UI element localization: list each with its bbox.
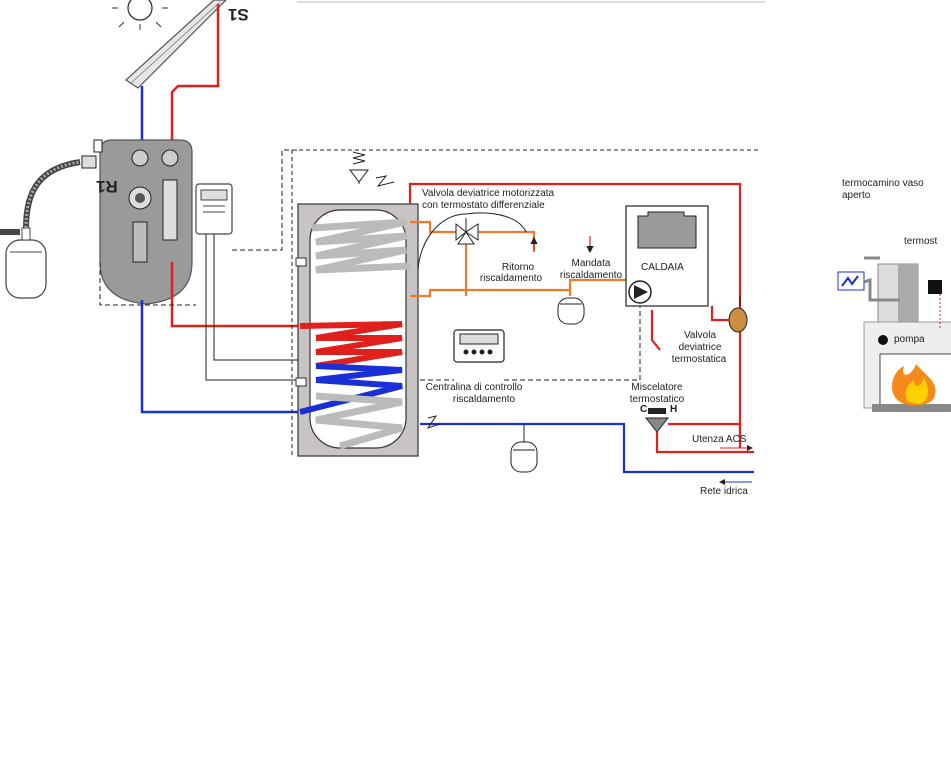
termostat-sensor bbox=[928, 280, 942, 294]
label-termostatico: termostatico bbox=[629, 394, 685, 405]
three-way-valve bbox=[455, 218, 479, 245]
upper-coil bbox=[311, 218, 411, 274]
label-aperto: aperto bbox=[842, 190, 871, 201]
label-mandata: Mandata bbox=[571, 258, 611, 269]
label-termostatica: termostatica bbox=[671, 354, 727, 365]
cold-expansion-vessel bbox=[510, 424, 538, 473]
solar-pump-station bbox=[81, 139, 193, 305]
label-miscelatore: Miscelatore bbox=[631, 382, 683, 393]
lower-coil bbox=[299, 321, 403, 415]
label-deviatrice: deviatrice bbox=[678, 342, 722, 353]
label-mandata-riscaldamento: riscaldamento bbox=[559, 270, 623, 281]
label-termocamino: termocamino vaso bbox=[842, 178, 924, 189]
heating-expansion-vessel bbox=[557, 297, 585, 325]
sun-icon bbox=[112, 0, 168, 30]
label-c: C bbox=[640, 404, 648, 415]
label-valvola: Valvola bbox=[683, 330, 717, 341]
controller-icon bbox=[195, 183, 233, 235]
label-valvola-deviatrice: Valvola deviatrice motorizzata bbox=[422, 188, 555, 199]
safety-valve bbox=[349, 151, 369, 183]
collector-label-s1: S1 bbox=[228, 5, 249, 24]
label-ritorno: Ritorno bbox=[501, 262, 535, 273]
label-centralina: Centralina di controllo bbox=[425, 382, 523, 393]
station-label-r1: R1 bbox=[96, 177, 118, 196]
label-utenza-acs: Utenza ACS bbox=[692, 434, 747, 445]
solar-collector-icon bbox=[125, 0, 227, 89]
label-ritorno-riscaldamento: riscaldamento bbox=[479, 273, 543, 284]
heating-controller bbox=[453, 329, 505, 363]
label-pompa: pompa bbox=[894, 334, 925, 345]
label-h: H bbox=[670, 404, 678, 415]
label-con-termostato: con termostato differenziale bbox=[422, 200, 545, 211]
pump-icon bbox=[628, 280, 652, 304]
expansion-vessel-icon bbox=[5, 227, 47, 299]
label-centralina-riscaldamento: riscaldamento bbox=[452, 394, 516, 405]
label-caldaia: CALDAIA bbox=[641, 262, 684, 273]
pompa-dot bbox=[878, 335, 888, 345]
mixer-valve bbox=[644, 408, 670, 433]
label-termost: termost bbox=[904, 236, 938, 247]
thermostatic-valve bbox=[728, 296, 748, 333]
flame-icon bbox=[891, 364, 936, 406]
label-rete-idrica: Rete idrica bbox=[700, 486, 748, 497]
